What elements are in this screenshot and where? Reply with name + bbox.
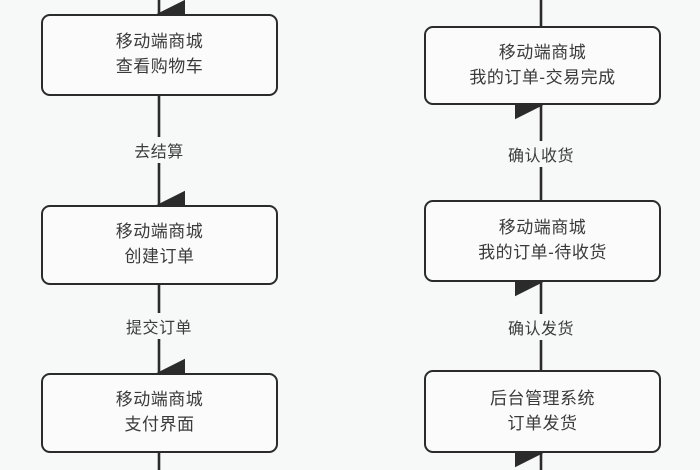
edge-label-confirm-shipment: 确认发货 (502, 314, 580, 340)
node-create-order[interactable]: 移动端商城 创建订单 (41, 205, 278, 285)
edge-label-checkout: 去结算 (129, 137, 189, 163)
node-admin-ship-line2: 订单发货 (507, 413, 578, 433)
node-cart-line2: 查看购物车 (115, 57, 204, 76)
node-order-complete-line1: 移动端商城 (498, 42, 587, 62)
node-awaiting-receipt-line1: 移动端商城 (498, 218, 587, 238)
node-create-order-line2: 创建订单 (124, 247, 195, 266)
node-admin-ship-line1: 后台管理系统 (490, 388, 595, 408)
node-admin-ship[interactable]: 后台管理系统 订单发货 (424, 370, 661, 453)
node-payment-line1: 移动端商城 (115, 390, 204, 410)
node-cart[interactable]: 移动端商城 查看购物车 (41, 14, 278, 96)
node-awaiting-receipt[interactable]: 移动端商城 我的订单-待收货 (424, 200, 661, 282)
node-order-complete-line2: 我的订单-交易完成 (469, 67, 616, 87)
node-awaiting-receipt-line2: 我的订单-待收货 (478, 243, 607, 262)
edge-label-confirm-receipt: 确认收货 (502, 141, 580, 167)
node-cart-line1: 移动端商城 (115, 32, 204, 52)
node-create-order-line1: 移动端商城 (115, 222, 204, 242)
node-payment[interactable]: 移动端商城 支付界面 (41, 373, 278, 453)
node-order-complete[interactable]: 移动端商城 我的订单-交易完成 (424, 26, 661, 105)
node-payment-line2: 支付界面 (124, 415, 195, 434)
edge-label-submit-order: 提交订单 (120, 313, 198, 339)
